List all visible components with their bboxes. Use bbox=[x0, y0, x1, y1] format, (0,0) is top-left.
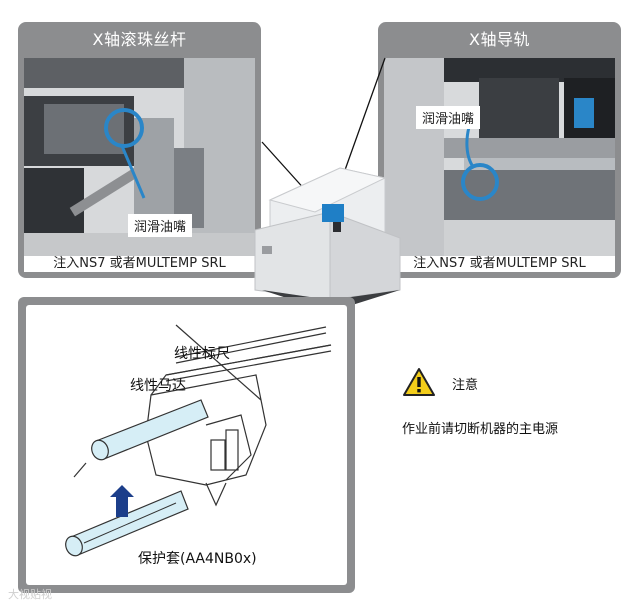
warning-title: 注意 bbox=[452, 374, 478, 393]
linear-scale-label: 线性标尺 bbox=[174, 343, 230, 363]
protective-cover-label: 保护套(AA4NB0x) bbox=[138, 548, 257, 568]
linear-motor-label: 线性马达 bbox=[130, 375, 186, 395]
watermark: 大视贴视 bbox=[8, 586, 52, 602]
warning-text: 作业前请切断机器的主电源 bbox=[402, 418, 558, 437]
upper-protective-tube bbox=[74, 400, 208, 477]
linear-motor-diagram-frame: 线性标尺 线性马达 保护套(AA4NB0x) bbox=[18, 297, 355, 593]
linear-motor-diagram: 线性标尺 线性马达 保护套(AA4NB0x) bbox=[26, 305, 347, 585]
warning-triangle-icon bbox=[402, 367, 436, 397]
center-module-blue-block bbox=[322, 204, 344, 222]
